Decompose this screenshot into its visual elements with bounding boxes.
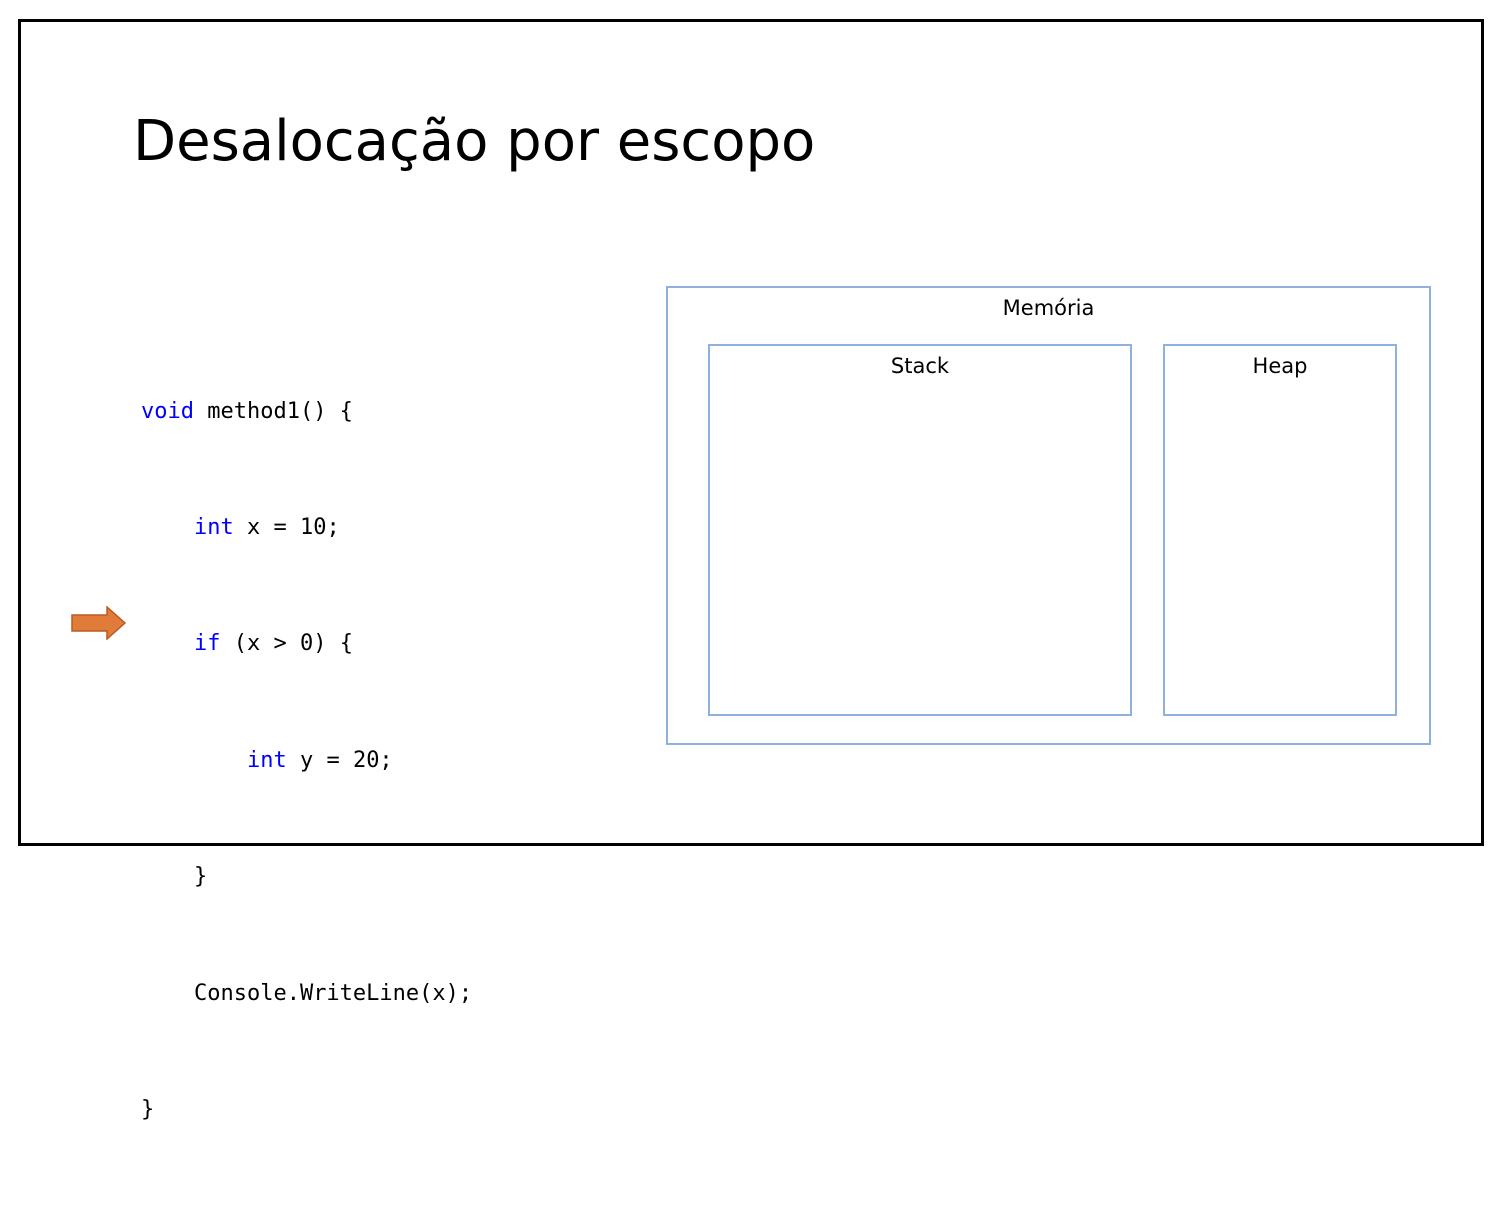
code-keyword: if	[193, 631, 221, 657]
code-line: int y = 20;	[246, 747, 393, 773]
code-line: Console.WriteLine(x);	[193, 980, 473, 1006]
code-line: int x = 10;	[193, 514, 340, 540]
code-keyword: int	[246, 747, 287, 773]
stack-label: Stack	[890, 354, 950, 378]
stack-box: Stack	[708, 344, 1132, 716]
arrow-icon	[71, 606, 127, 640]
memory-label: Memória	[1002, 296, 1095, 320]
code-keyword: int	[193, 514, 234, 540]
slide: Desalocação por escopo void method1() { …	[18, 19, 1484, 1122]
code-block: void method1() { int x = 10; if (x > 0) …	[141, 315, 472, 1207]
heap-label: Heap	[1252, 354, 1308, 378]
heap-box: Heap	[1163, 344, 1397, 716]
code-line: if (x > 0) {	[193, 631, 353, 657]
code-line: }	[141, 1096, 155, 1122]
code-line: }	[193, 864, 208, 890]
slide-title: Desalocação por escopo	[133, 109, 816, 174]
code-line: void method1() {	[141, 398, 353, 424]
code-keyword: void	[141, 398, 194, 424]
